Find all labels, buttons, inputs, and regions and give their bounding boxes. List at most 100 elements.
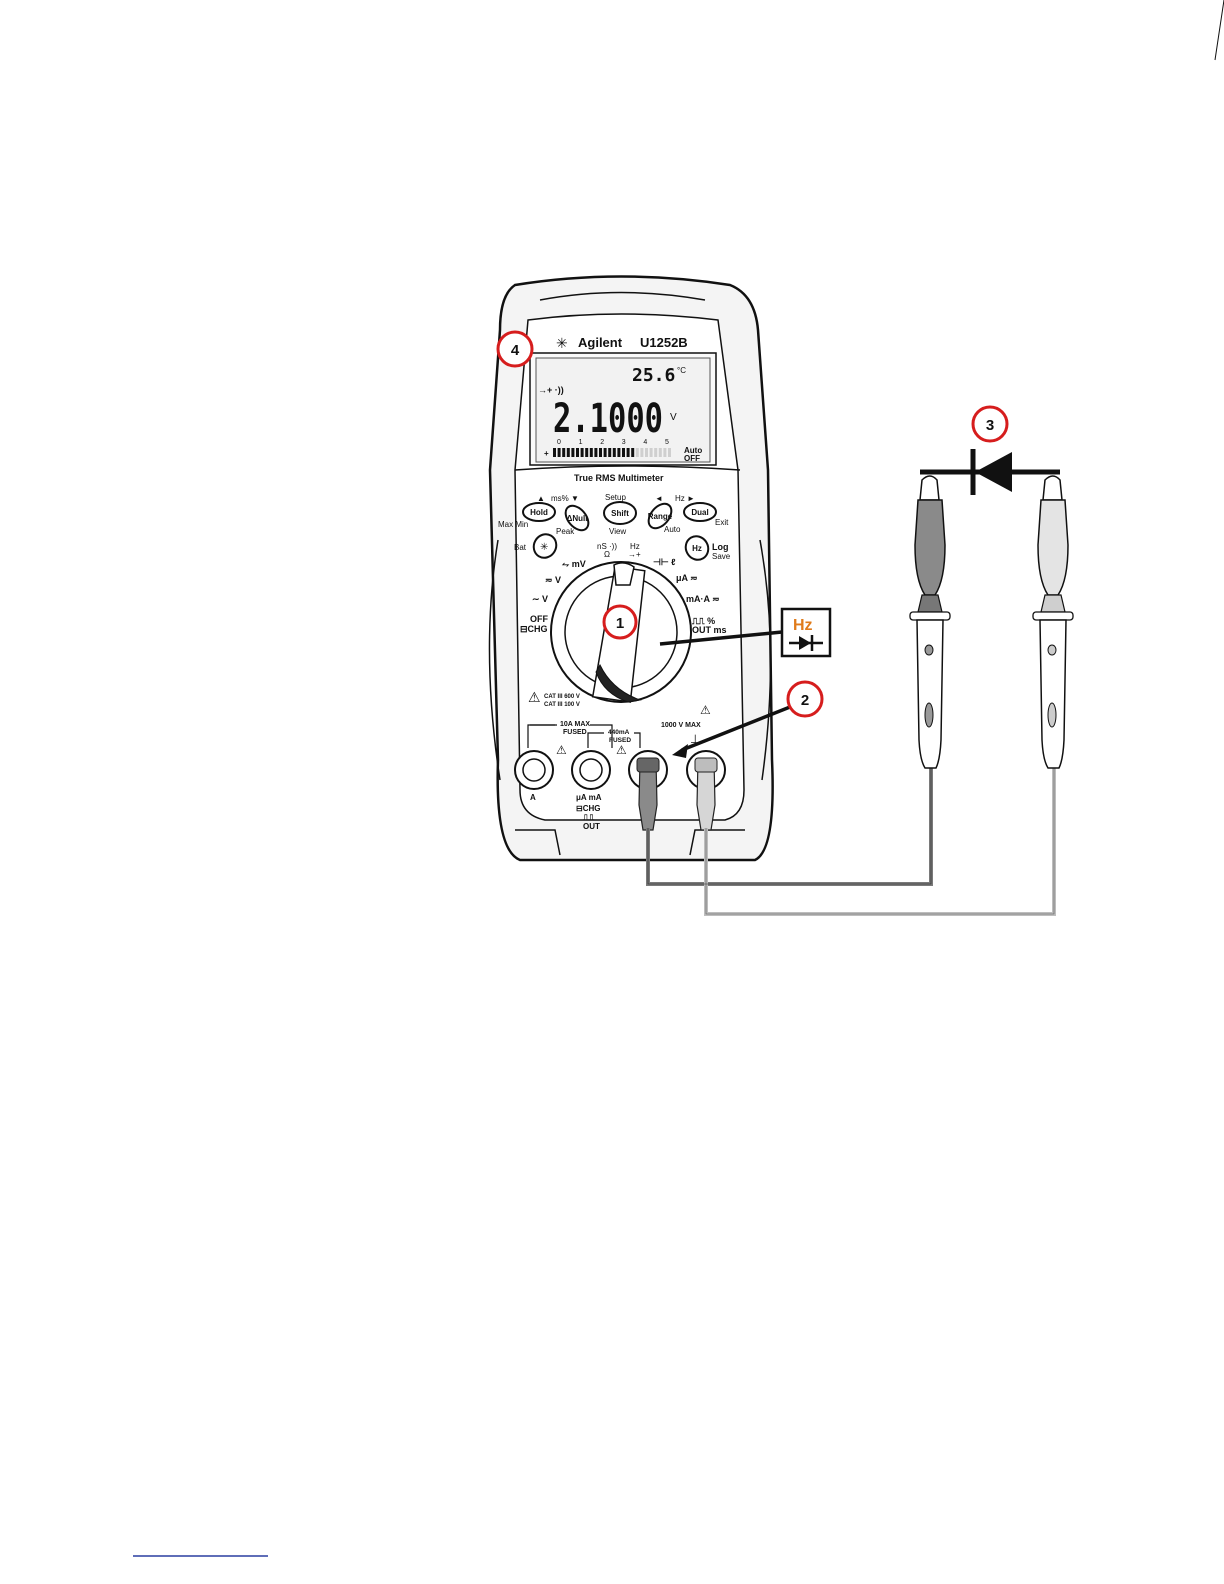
lcd-screen — [535, 357, 711, 463]
bar-segment — [589, 448, 593, 457]
ma-fused: FUSED — [609, 737, 631, 744]
fused-bracket — [527, 724, 613, 748]
dual-button[interactable] — [683, 502, 717, 522]
dual-above: Hz ► — [675, 494, 695, 503]
cat-rating-1: CAT III 600 V — [544, 694, 580, 700]
bar-segment — [576, 448, 579, 457]
dial-off: OFF — [530, 614, 548, 624]
bar-segment — [631, 448, 635, 457]
null-button[interactable] — [561, 501, 593, 534]
red-probe-guard — [1032, 611, 1074, 621]
callout-2: 2 — [786, 680, 824, 718]
off-label: OFF — [684, 454, 700, 463]
bar-segment — [608, 448, 612, 457]
a-terminal-label: A — [530, 793, 536, 802]
bar-scale-label: 0 — [557, 439, 561, 446]
a-terminal-inner — [522, 758, 546, 782]
terminal-warning-2-icon: ⚠ — [616, 743, 627, 757]
hold-above: ▲ — [537, 494, 545, 503]
chg-label: ⊟CHG — [576, 804, 600, 813]
dial-ua: μA ≂ — [676, 573, 698, 583]
mode-indicator-icons: →+ ·)) — [538, 385, 564, 395]
red-clip-neck — [1040, 594, 1066, 613]
callout-4: 4 — [496, 330, 534, 368]
dial-ma-a: mA·A ≂ — [686, 594, 720, 604]
ma-bracket — [587, 732, 641, 748]
bar-segment — [603, 448, 607, 457]
ma-rating: 440mA — [608, 729, 630, 736]
red-probe-grip-1 — [1047, 644, 1057, 656]
bottom-bumper — [515, 829, 745, 856]
dial-hz: Hz — [630, 542, 640, 551]
callout-1: 1 — [602, 604, 638, 640]
callout-3: 3 — [971, 405, 1009, 443]
shift-button[interactable] — [603, 501, 637, 525]
dial-out-ms: OUT ms — [692, 625, 727, 635]
black-plug-collar — [636, 757, 660, 773]
terminal-warning-3-icon: ⚠ — [700, 703, 711, 717]
svg-text:4: 4 — [511, 342, 520, 359]
meter-subtitle: True RMS Multimeter — [574, 473, 664, 483]
diode-symbol-icon — [789, 635, 823, 651]
bar-segment — [617, 448, 621, 457]
bar-segment — [663, 448, 667, 457]
bar-segment — [553, 448, 556, 457]
dial-cap-temp-icon: ⊣⊢ ℓ — [653, 557, 676, 567]
terminal-arrow-head — [672, 744, 688, 758]
dual-button-label: Dual — [691, 508, 708, 517]
connector-plugs — [636, 757, 718, 831]
bar-sign-icon: + — [544, 449, 549, 458]
bar-segment — [557, 448, 561, 457]
black-clip-jaw — [919, 475, 940, 501]
red-probe — [1032, 475, 1074, 769]
diode-triangle — [975, 452, 1012, 492]
ua-ma-terminal-inner — [579, 758, 603, 782]
ua-ma-label: μA mA — [576, 793, 602, 802]
range-button-label: Range — [648, 512, 673, 521]
left-grip — [488, 539, 501, 781]
black-probe-grip-1 — [924, 644, 934, 656]
backlight-button[interactable] — [529, 530, 560, 562]
hz-log-button[interactable] — [681, 532, 712, 564]
subtitle-band — [514, 465, 741, 471]
brand-header: ✳ Agilent U1252B — [556, 335, 688, 351]
black-probe — [909, 475, 951, 769]
bar-segment — [640, 448, 644, 457]
a-fused: FUSED — [563, 729, 587, 736]
bar-segment — [626, 448, 630, 457]
svg-text:2: 2 — [801, 692, 809, 709]
out-wave-icon: ⎍⎍ — [582, 813, 595, 822]
red-probe-grip-2 — [1047, 702, 1057, 728]
hz-log-button-label: Hz — [692, 544, 702, 553]
primary-unit: V — [670, 412, 677, 423]
dial-out-pct: ⎍⎍ % — [692, 616, 715, 626]
a-rating: 10A MAX — [560, 721, 590, 728]
black-clip-neck — [917, 594, 943, 613]
shift-below: View — [609, 527, 626, 536]
ground-icon: ⊥ — [690, 732, 700, 746]
multimeter: ✳ Agilent U1252B 25.6 °C →+ ·)) 2.1000 V… — [488, 275, 774, 862]
range-button[interactable] — [644, 499, 676, 532]
red-clip-boot — [1037, 499, 1069, 596]
bar-scale-label: 4 — [643, 439, 647, 446]
svg-text:3: 3 — [986, 417, 994, 434]
bar-segment — [566, 448, 570, 457]
bar-segment — [645, 448, 648, 457]
mode-box-hz: Hz — [793, 617, 813, 634]
bar-segment — [580, 448, 584, 457]
shift-above: Setup — [605, 493, 626, 502]
save-label: Save — [712, 552, 731, 561]
hold-button[interactable] — [522, 502, 556, 522]
bar-segment — [571, 448, 575, 457]
bargraph: + — [544, 448, 671, 458]
bar-segment — [668, 448, 671, 457]
right-grip — [759, 539, 772, 781]
black-probe-grip-2 — [924, 702, 934, 728]
shift-button-label: Shift — [611, 509, 629, 518]
cat-rating: ⚠ CAT III 600 V CAT III 100 V — [528, 689, 580, 708]
v-rating: 1000 V MAX — [661, 722, 701, 729]
terminal-warning-1-icon: ⚠ — [556, 743, 567, 757]
bar-segment — [622, 448, 625, 457]
bar-segment — [654, 448, 658, 457]
